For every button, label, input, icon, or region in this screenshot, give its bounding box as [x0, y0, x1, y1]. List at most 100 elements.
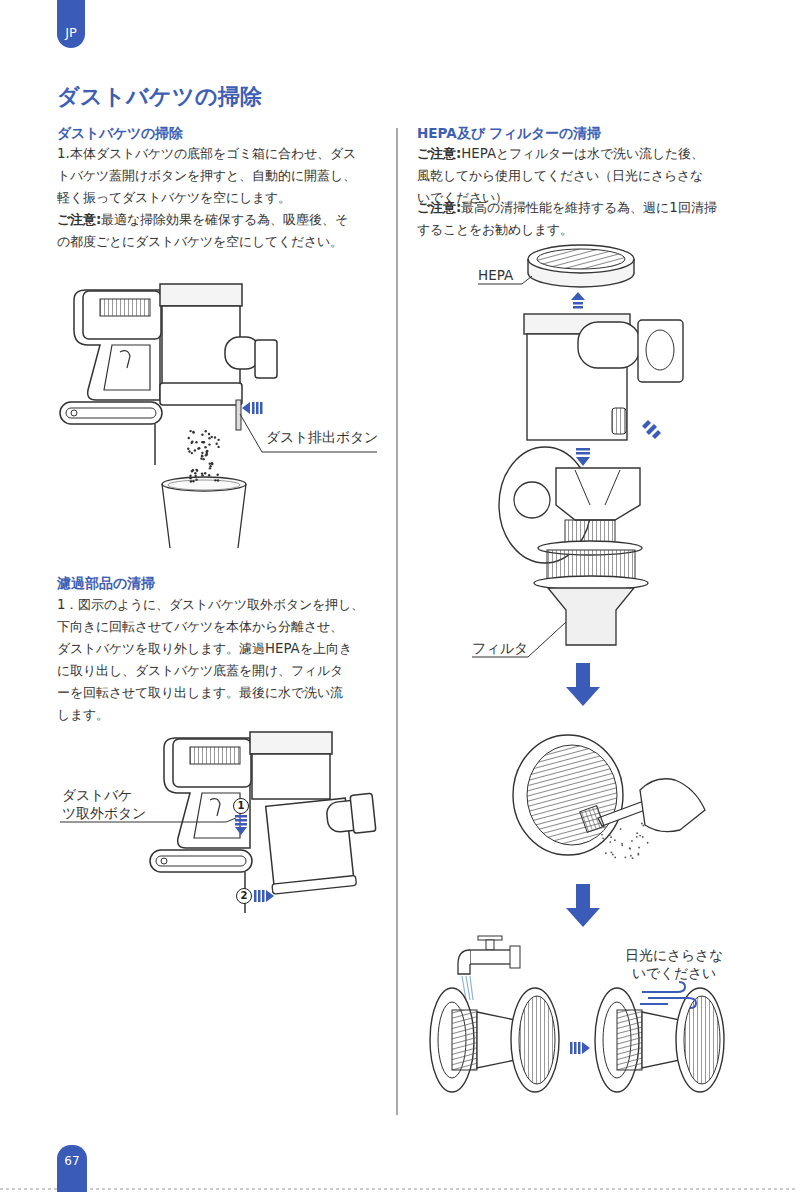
vacuum-detach-illustration: [250, 732, 332, 754]
section-heading: HEPA及び フィルターの清掃: [417, 125, 601, 141]
faucet-illustration: [486, 940, 494, 950]
arrow-icon: [576, 452, 590, 455]
filter-illustration: [514, 482, 550, 518]
dust-particles: [194, 472, 196, 474]
dust-particles: [620, 828, 622, 830]
hepa-illustration: [537, 249, 625, 269]
faucet-illustration: [470, 950, 512, 964]
note-text-block: ご注意:最高の清掃性能を維持する為、週に1回清掃 することをお勧めします。: [417, 197, 752, 241]
part-label: ダストバケ ツ取外ボタン: [62, 787, 146, 821]
dust-particles: [192, 480, 194, 482]
dust-particles: [192, 431, 194, 433]
step-arrow: [576, 884, 590, 908]
dust-particles: [632, 857, 634, 859]
note-text-block: ご注意:最適な掃除効果を確保する為、吸塵後、そ の都度ごとにダストバケツを空にし…: [57, 209, 392, 253]
vacuum-empty-illustration: [162, 477, 246, 491]
dust-particles: [191, 452, 193, 454]
filter-illustration: [548, 588, 634, 645]
bucket-illustration: [642, 420, 651, 429]
dust-particles: [195, 441, 197, 443]
brush-illustration: [640, 779, 705, 832]
dust-particles: [605, 852, 607, 854]
bucket-illustration: [612, 408, 626, 434]
column-divider: [397, 128, 398, 1115]
dust-particles: [194, 475, 196, 477]
bucket-illustration: [578, 322, 640, 368]
arrow-icon: [582, 1042, 590, 1054]
dust-particles: [629, 847, 631, 849]
faucet-illustration: [430, 936, 724, 1092]
part-label-block: ダスト排出ボタン: [266, 428, 386, 446]
dust-particles: [200, 457, 202, 459]
dust-particles: [211, 436, 213, 438]
arrow-icon: [242, 402, 250, 414]
dust-particles: [630, 855, 632, 857]
arrow-icon: [574, 1042, 577, 1054]
warning-label-block: 日光にさらさな いでください: [618, 946, 730, 982]
dust-particles: [639, 835, 641, 837]
bucket-illustration: [638, 320, 683, 382]
dust-particles: [641, 823, 643, 825]
dust-particles: [206, 453, 208, 455]
vacuum-detach-illustration: [252, 754, 330, 799]
dust-particles: [215, 443, 217, 445]
faucet-illustration: [430, 988, 559, 1092]
filter-illustration: [499, 447, 648, 645]
dust-particles: [191, 470, 193, 472]
dust-particles: [642, 836, 644, 838]
note-text: HEPAとフィルターは水で洗い流した後、 風乾してから使用してください（日光にさ…: [417, 146, 704, 205]
dust-particles: [205, 454, 207, 456]
wind-icon: [640, 982, 696, 1008]
vacuum-empty-illustration: [60, 290, 162, 465]
step-arrow: [576, 663, 590, 687]
bucket-illustration: [646, 330, 674, 370]
dust-particles: [201, 455, 203, 457]
note-text: 最適な掃除効果を確保する為、吸塵後、そ の都度ごとにダストバケツを空にしてくださ…: [57, 212, 348, 249]
leader-line: [472, 622, 566, 657]
arrow-icon: [242, 402, 263, 414]
dust-particles: [187, 448, 189, 450]
body-text-block: 1.本体ダストバケツの底部をゴミ箱に合わせ、ダス トバケツ蓋開けボタンを押すと、…: [57, 143, 392, 209]
arrow-icon: [262, 890, 265, 902]
dust-particles: [198, 447, 200, 449]
dust-particles: [195, 469, 197, 471]
dust-particles: [642, 824, 644, 826]
dust-particles: [204, 446, 206, 448]
step-circle: 2: [236, 888, 252, 904]
dust-particles: [202, 441, 204, 443]
dust-particles: [203, 441, 205, 443]
part-label: フィルタ: [472, 640, 528, 656]
wind-icon: [640, 1003, 668, 1005]
dust-particles: [214, 479, 216, 481]
dust-particles: [629, 848, 631, 850]
page-title: ダストバケツの掃除: [57, 84, 262, 110]
arrow-icon: [235, 827, 247, 835]
dust-particles: [601, 834, 603, 836]
dust-particles: [202, 458, 204, 460]
dust-particles: [208, 443, 210, 445]
arrow-icon: [258, 890, 261, 902]
step-arrow: [566, 687, 600, 706]
arrow-icon: [570, 1042, 590, 1054]
body-text-block: 1．図示のように、ダストバケツ取外ボタンを押し、 下向きに回転させてバケツを本体…: [57, 594, 392, 726]
dust-particles: [601, 823, 648, 859]
dust-particles: [602, 837, 604, 839]
dust-particles: [192, 431, 194, 433]
dust-particles: [201, 452, 203, 454]
vacuum-detach-illustration: [350, 793, 376, 833]
note-text: 最高の清掃性能を維持する為、週に1回清掃 することをお勧めします。: [417, 200, 717, 237]
faucet-illustration: [458, 950, 470, 974]
step-circle: 1: [233, 798, 249, 814]
arrow-icon: [235, 823, 247, 826]
dust-particles: [209, 462, 211, 464]
dust-particles: [211, 463, 213, 465]
dust-particles: [610, 836, 612, 838]
dust-particles: [196, 469, 198, 471]
dust-particles: [614, 825, 616, 827]
arrow-icon: [256, 402, 259, 414]
dust-particles: [189, 477, 191, 479]
dust-particles: [187, 430, 220, 483]
node-text: JP: [65, 25, 77, 40]
leader-line: [240, 414, 377, 452]
dust-particles: [621, 844, 623, 846]
